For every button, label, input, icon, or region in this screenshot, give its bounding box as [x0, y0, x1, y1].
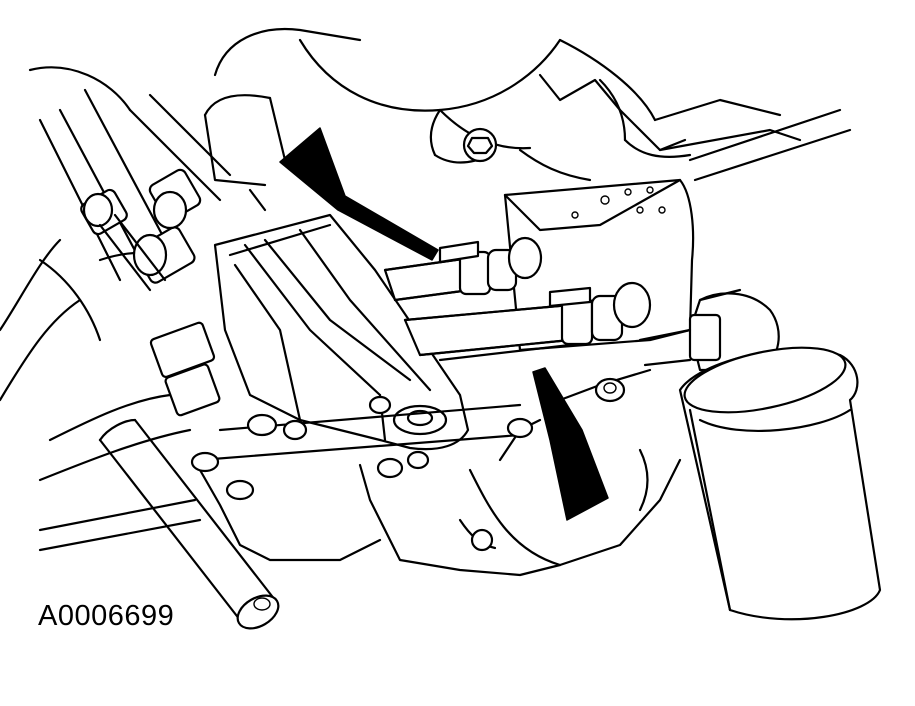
lower-left-rod	[98, 418, 280, 630]
oil-pan	[198, 368, 682, 577]
figure-id-label: A0006699	[38, 600, 175, 632]
right-upper-pipe	[688, 108, 852, 182]
oil-filter	[678, 346, 882, 621]
pan-bolts	[190, 377, 626, 501]
engine-block-outline	[203, 28, 802, 212]
left-hoses	[0, 66, 232, 552]
lower-tube	[403, 281, 652, 362]
upper-tube	[383, 236, 543, 302]
left-bolts	[80, 168, 221, 417]
callout-arrow-lower	[532, 367, 609, 521]
engine-mount-bracket	[213, 213, 470, 451]
upper-bolt	[462, 127, 498, 163]
callout-arrow-upper	[279, 127, 439, 261]
